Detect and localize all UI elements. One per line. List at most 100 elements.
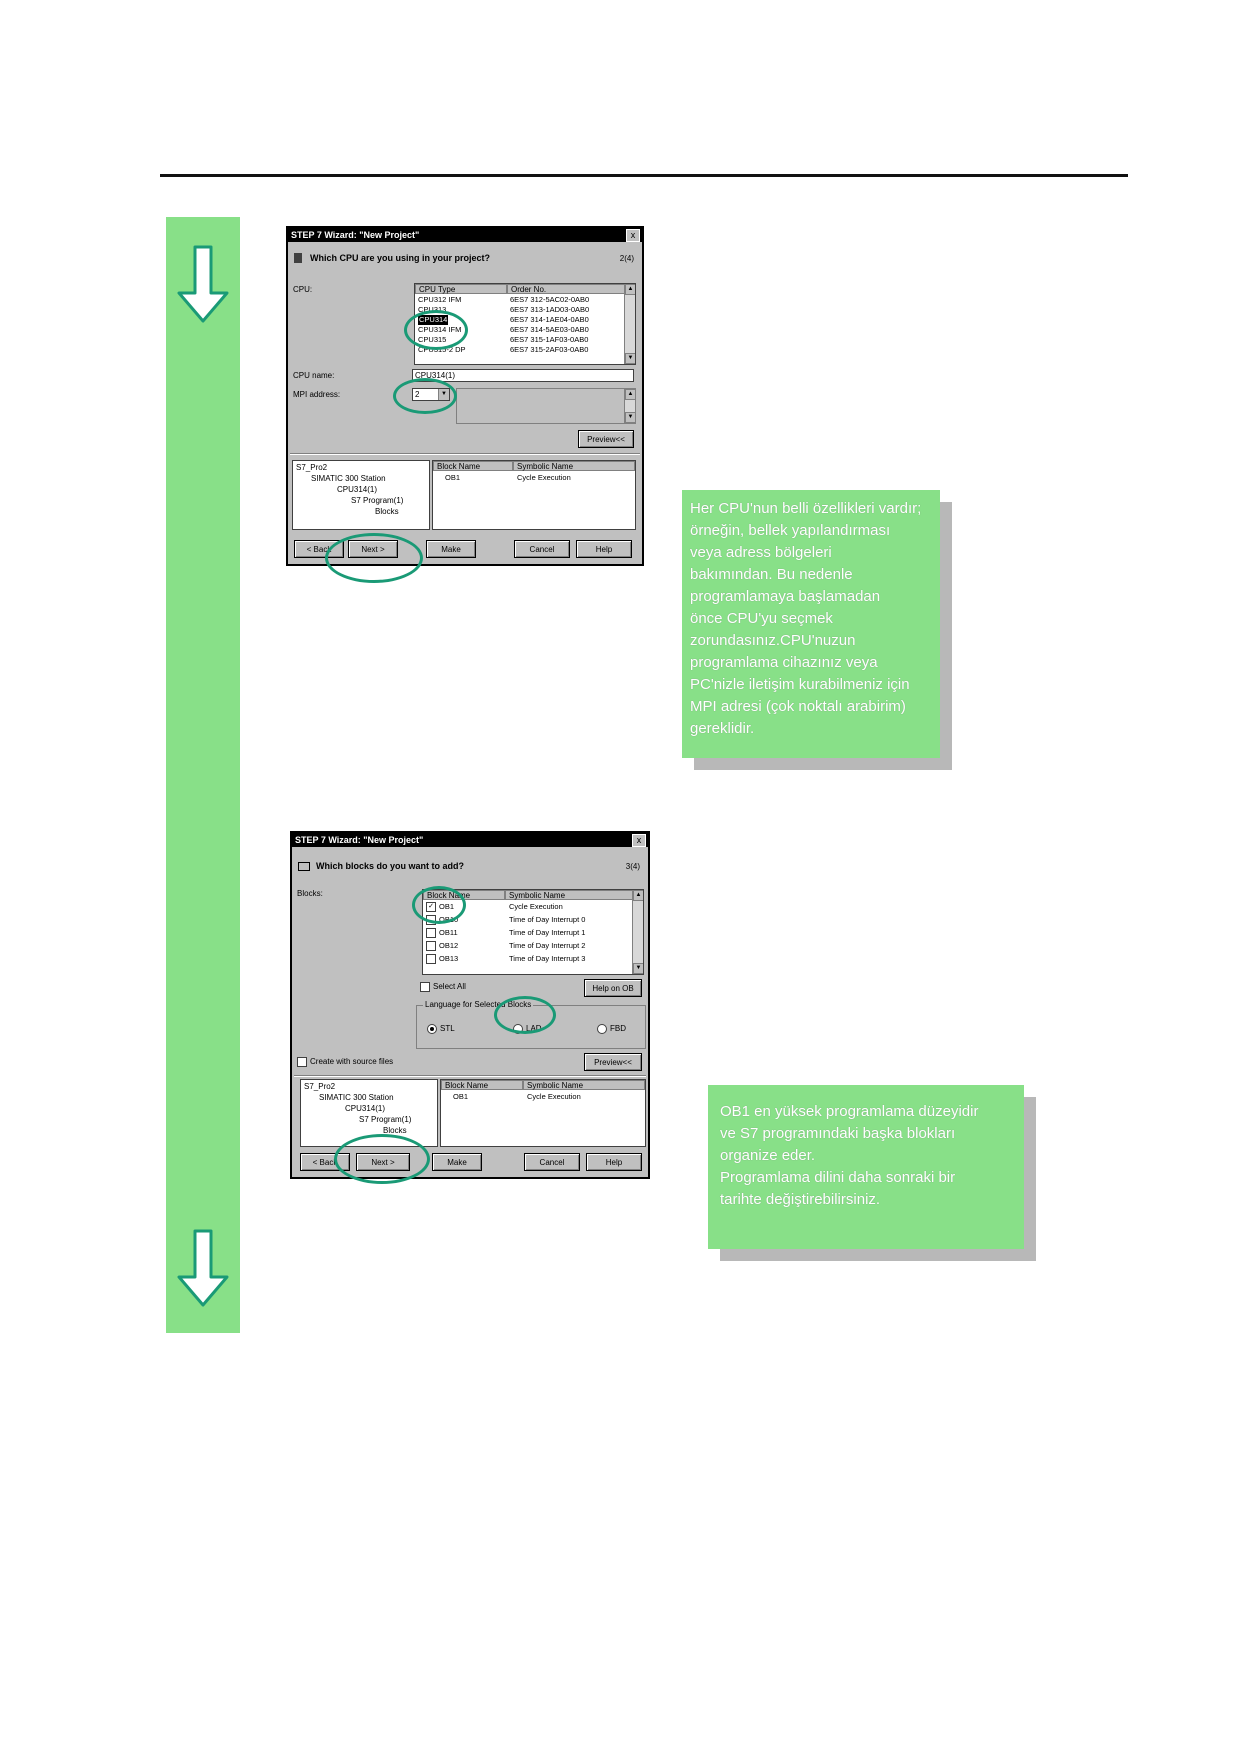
list-scrollbar[interactable]: ▲ ▼ xyxy=(624,284,635,364)
checkbox[interactable] xyxy=(426,941,436,952)
dialog-title: STEP 7 Wizard: "New Project" xyxy=(292,833,648,847)
close-button[interactable]: x xyxy=(632,834,646,847)
note-line: OB1 en yüksek programlama düzeyidir xyxy=(720,1103,979,1120)
dialog-title: STEP 7 Wizard: "New Project" xyxy=(288,228,642,242)
tree-item[interactable]: S7_Pro2 xyxy=(304,1082,336,1091)
note-line: Programlama dilini daha sonraki bir xyxy=(720,1169,956,1186)
highlight-ring xyxy=(325,533,423,583)
mpi-address-label: MPI address: xyxy=(293,390,341,399)
tree-item[interactable]: Blocks xyxy=(375,507,399,516)
separator xyxy=(290,453,640,455)
help-button[interactable]: Help xyxy=(576,540,632,558)
blocks-wizard-dialog: STEP 7 Wizard: "New Project" x Which blo… xyxy=(290,831,650,1179)
block-name[interactable]: OB1 xyxy=(445,473,461,482)
mpi-info-box: ▲ ▼ xyxy=(456,388,636,424)
scroll-down-icon[interactable]: ▼ xyxy=(625,412,636,423)
language-group-label: Language for Selected Blocks xyxy=(423,1000,534,1009)
highlight-ring xyxy=(494,996,556,1034)
create-source-checkbox[interactable]: Create with source files xyxy=(297,1057,393,1067)
column-header[interactable]: Symbolic Name xyxy=(505,890,633,900)
tree-item[interactable]: CPU314(1) xyxy=(337,485,378,494)
block-row[interactable]: OB12 xyxy=(426,941,458,952)
wizard-step: 2(4) xyxy=(619,254,634,263)
highlight-ring xyxy=(412,886,466,924)
help-on-ob-button[interactable]: Help on OB xyxy=(584,979,642,997)
tree-item[interactable]: CPU314(1) xyxy=(345,1104,386,1113)
block-symbol: Cycle Execution xyxy=(509,902,563,911)
cpu-type[interactable]: CPU312 IFM xyxy=(418,295,462,304)
block-row[interactable]: OB13 xyxy=(426,954,458,965)
block-row[interactable]: OB11 xyxy=(426,928,458,939)
preview-button[interactable]: Preview<< xyxy=(584,1053,642,1071)
scroll-up-icon[interactable]: ▲ xyxy=(625,284,635,295)
highlight-ring xyxy=(393,378,457,414)
note-cpu: Her CPU'nun belli özellikleri vardır; ör… xyxy=(682,490,940,758)
tree-item[interactable]: Blocks xyxy=(383,1126,407,1135)
checkbox[interactable] xyxy=(420,982,430,992)
block-symbol: Time of Day Interrupt 0 xyxy=(509,915,586,924)
language-option-fbd[interactable]: FBD xyxy=(597,1024,626,1034)
block-table[interactable]: Block Name Symbolic Name OB1 Cycle Execu… xyxy=(432,460,636,530)
block-symbol: Cycle Execution xyxy=(517,473,571,482)
column-header[interactable]: Symbolic Name xyxy=(523,1080,645,1090)
scroll-up-icon[interactable]: ▲ xyxy=(633,890,643,901)
scroll-down-icon[interactable]: ▼ xyxy=(633,963,643,974)
note-line: programlamaya başlamadan xyxy=(690,588,881,605)
top-rule xyxy=(160,174,1128,177)
block-table[interactable]: Block Name Symbolic Name OB1 Cycle Execu… xyxy=(440,1079,646,1147)
cpu-type[interactable]: CPU313 xyxy=(418,305,447,314)
tree-item[interactable]: SIMATIC 300 Station xyxy=(311,474,386,483)
note-line: Her CPU'nun belli özellikleri vardır; xyxy=(690,500,922,517)
block-name[interactable]: OB1 xyxy=(453,1092,469,1101)
column-header[interactable]: CPU Type xyxy=(415,284,507,294)
highlight-ring xyxy=(334,1134,430,1184)
scroll-up-icon[interactable]: ▲ xyxy=(625,389,636,400)
language-option-stl[interactable]: STL xyxy=(427,1024,455,1034)
radio-selected[interactable] xyxy=(427,1024,437,1034)
column-header[interactable]: Order No. xyxy=(507,284,625,294)
order-no: 6ES7 315-1AF03-0AB0 xyxy=(510,335,589,344)
project-tree[interactable]: S7_Pro2 SIMATIC 300 Station CPU314(1) S7… xyxy=(292,460,430,530)
flow-bar xyxy=(166,217,240,1333)
order-no: 6ES7 312-5AC02-0AB0 xyxy=(510,295,590,304)
cpu-wizard-dialog: STEP 7 Wizard: "New Project" x Which CPU… xyxy=(286,226,644,566)
tree-item[interactable]: S7 Program(1) xyxy=(359,1115,412,1124)
block-symbol: Cycle Execution xyxy=(527,1092,581,1101)
note-line: örneğin, bellek yapılandırması xyxy=(690,522,891,539)
scroll-down-icon[interactable]: ▼ xyxy=(625,353,635,364)
tree-item[interactable]: S7_Pro2 xyxy=(296,463,328,472)
wizard-question: Which CPU are you using in your project? xyxy=(310,253,491,263)
note-line: önce CPU'yu seçmek xyxy=(690,610,833,627)
cancel-button[interactable]: Cancel xyxy=(524,1153,580,1171)
block-icon xyxy=(298,862,310,871)
note-line: veya adress bölgeleri xyxy=(690,544,832,561)
make-button[interactable]: Make xyxy=(432,1153,482,1171)
wizard-question: Which blocks do you want to add? xyxy=(316,861,464,871)
preview-button[interactable]: Preview<< xyxy=(578,430,634,448)
highlight-ring xyxy=(404,310,468,350)
block-symbol: Time of Day Interrupt 1 xyxy=(509,928,586,937)
cancel-button[interactable]: Cancel xyxy=(514,540,570,558)
radio[interactable] xyxy=(597,1024,607,1034)
column-header[interactable]: Block Name xyxy=(441,1080,523,1090)
list-scrollbar[interactable]: ▲ ▼ xyxy=(632,890,643,974)
column-header[interactable]: Symbolic Name xyxy=(513,461,635,471)
cpu-name-input[interactable]: CPU314(1) xyxy=(412,369,634,382)
column-header[interactable]: Block Name xyxy=(433,461,513,471)
note-line: tarihte değiştirebilirsiniz. xyxy=(720,1191,881,1208)
info-scrollbar[interactable]: ▲ ▼ xyxy=(624,389,636,423)
close-button[interactable]: x xyxy=(626,229,640,242)
tree-item[interactable]: S7 Program(1) xyxy=(351,496,404,505)
wizard-step: 3(4) xyxy=(625,862,640,871)
help-button[interactable]: Help xyxy=(586,1153,642,1171)
tree-item[interactable]: SIMATIC 300 Station xyxy=(319,1093,394,1102)
checkbox[interactable] xyxy=(297,1057,307,1067)
checkbox[interactable] xyxy=(426,928,436,939)
order-no: 6ES7 314-5AE03-0AB0 xyxy=(510,325,589,334)
checkbox[interactable] xyxy=(426,954,436,965)
select-all-checkbox[interactable]: Select All xyxy=(420,982,466,992)
make-button[interactable]: Make xyxy=(426,540,476,558)
down-arrow-icon xyxy=(177,1229,229,1307)
cpu-name-label: CPU name: xyxy=(293,371,335,380)
note-line: organize eder. xyxy=(720,1147,816,1164)
